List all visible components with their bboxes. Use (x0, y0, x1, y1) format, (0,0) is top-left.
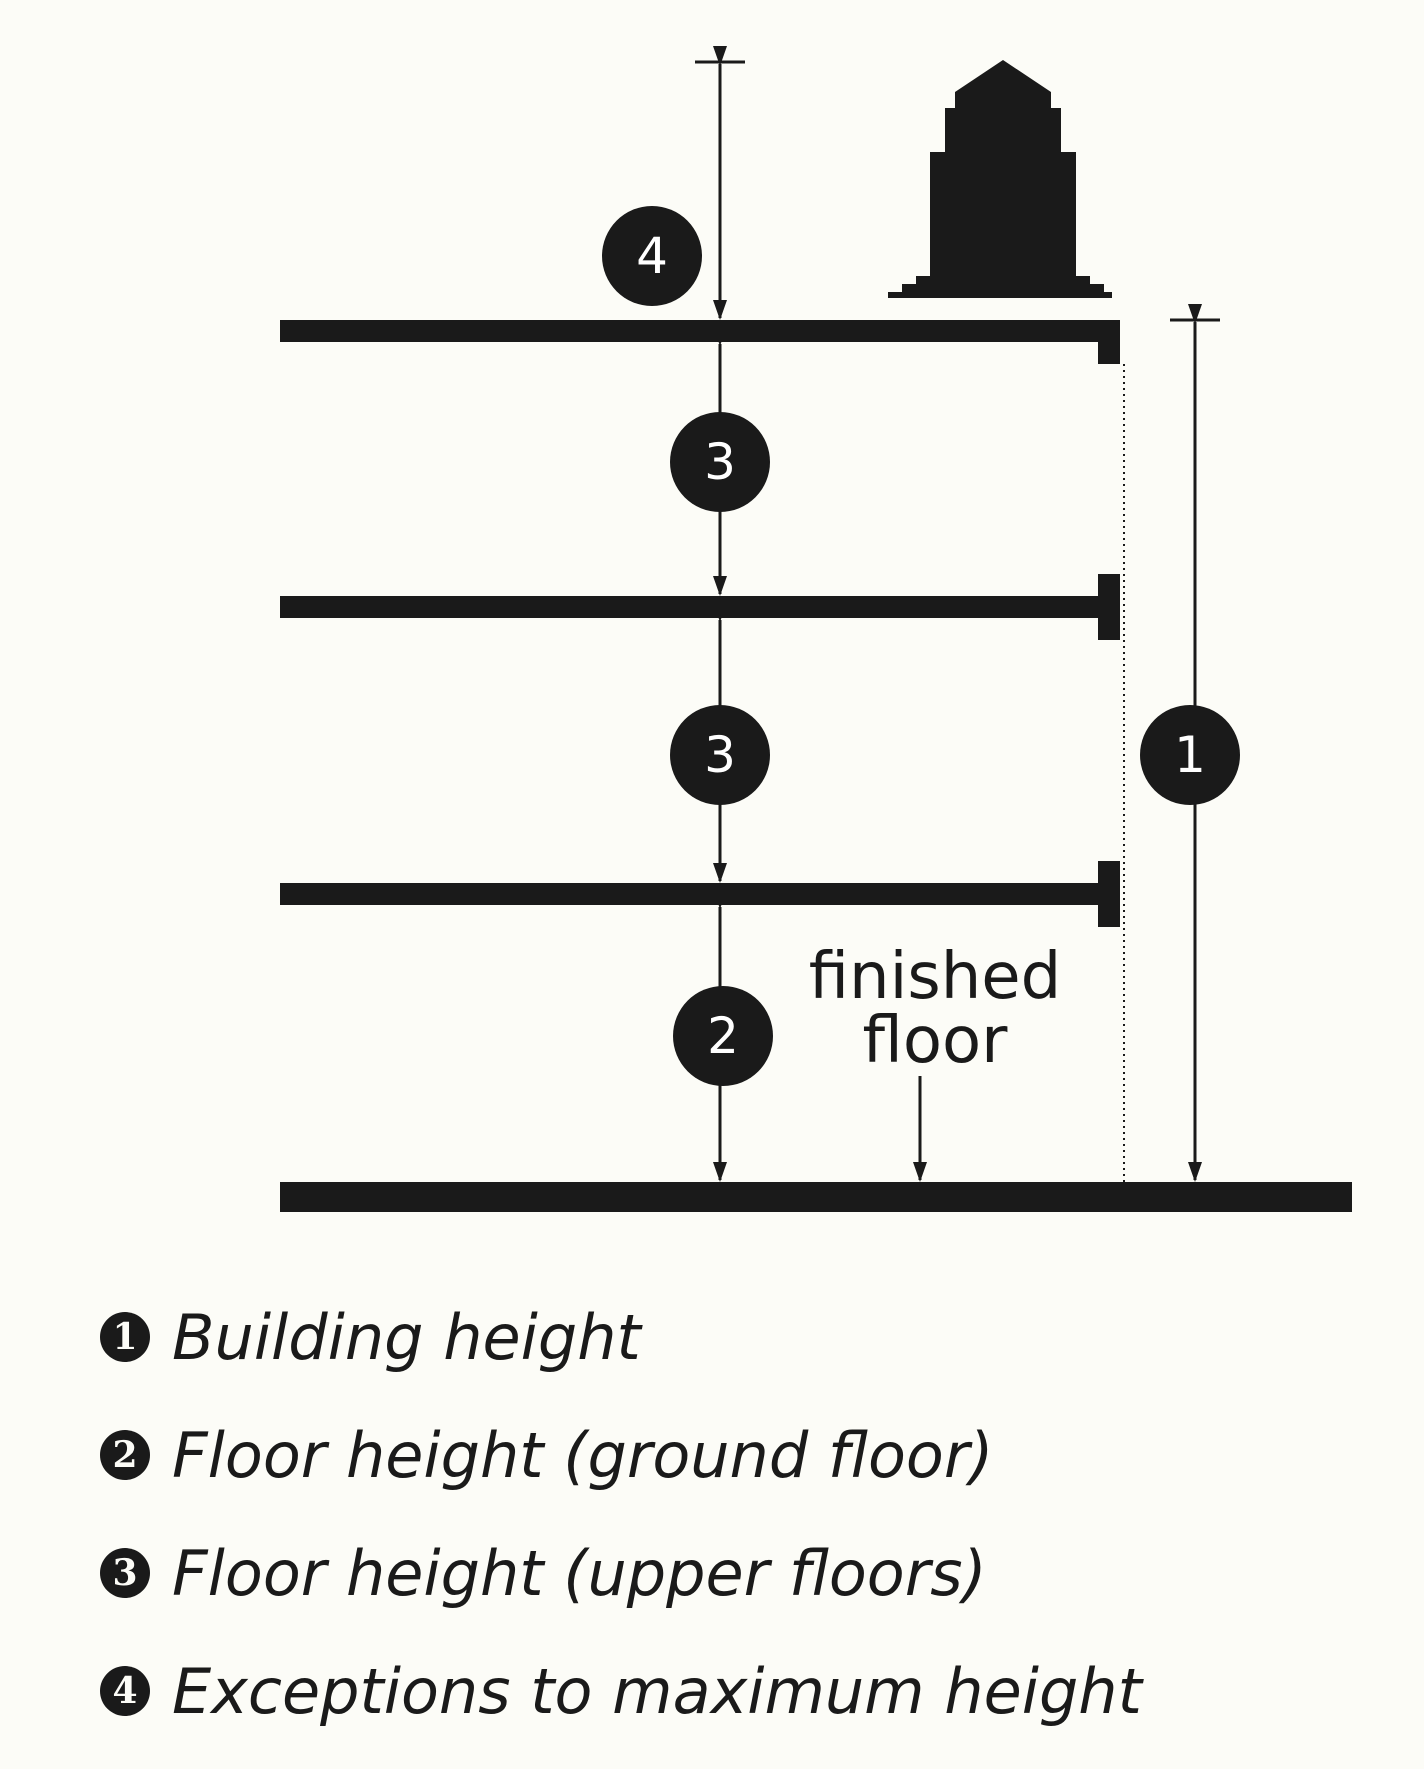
marker-2-number: 2 (707, 1007, 739, 1065)
finished-floor-label-line2: floor (863, 1004, 1009, 1078)
legend-label-4: Exceptions to maximum height (172, 1654, 1142, 1728)
legend-item-exceptions: 4 Exceptions to maximum height (100, 1632, 1400, 1750)
legend-label-2: Floor height (ground floor) (172, 1418, 994, 1492)
legend-marker-1: 1 (100, 1312, 150, 1362)
marker-4-number: 4 (636, 227, 668, 285)
legend-item-floor-height-upper: 3 Floor height (upper floors) (100, 1514, 1400, 1632)
legend-marker-2: 2 (100, 1430, 150, 1480)
marker-1-number: 1 (1174, 726, 1206, 784)
building-height-diagram: 4 3 3 2 1 finished floor (280, 46, 1352, 1212)
marker-2: 2 (673, 986, 773, 1086)
marker-3-upper-number: 3 (704, 433, 736, 491)
rooftop-structure (888, 60, 1112, 298)
legend: 1 Building height 2 Floor height (ground… (100, 1278, 1400, 1750)
upper-floor-slab-1-edge (1098, 861, 1120, 927)
legend-item-floor-height-ground: 2 Floor height (ground floor) (100, 1396, 1400, 1514)
legend-marker-4: 4 (100, 1666, 150, 1716)
upper-floor-slab-2 (280, 596, 1120, 618)
roof-slab-edge (1098, 320, 1120, 364)
marker-3-lower-number: 3 (704, 726, 736, 784)
finished-floor-label-line1: finished (809, 940, 1062, 1014)
marker-3-upper: 3 (670, 412, 770, 512)
ground-slab (280, 1182, 1352, 1212)
legend-label-3: Floor height (upper floors) (172, 1536, 987, 1610)
legend-label-1: Building height (172, 1300, 641, 1374)
upper-floor-slab-2-edge (1098, 574, 1120, 640)
marker-3-lower: 3 (670, 705, 770, 805)
upper-floor-slab-1 (280, 883, 1120, 905)
legend-item-building-height: 1 Building height (100, 1278, 1400, 1396)
marker-1: 1 (1140, 705, 1240, 805)
roof-slab (280, 320, 1120, 342)
legend-marker-3: 3 (100, 1548, 150, 1598)
marker-4: 4 (602, 206, 702, 306)
